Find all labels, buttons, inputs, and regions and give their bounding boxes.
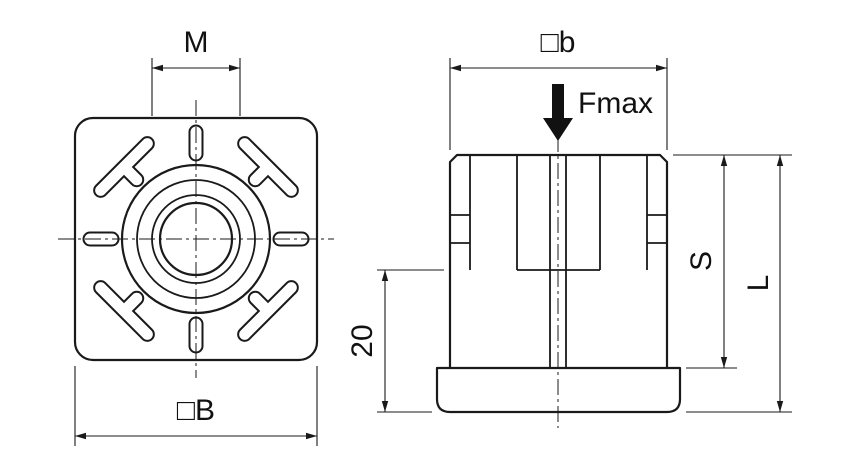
fmax-arrow-shaft: [552, 84, 564, 118]
front-centerlines: [58, 100, 334, 378]
corner-t-slot-top-right: [237, 136, 299, 198]
base-flange: [435, 366, 682, 414]
fmax-label: Fmax: [578, 87, 653, 120]
tube-square-dim-label: □b: [541, 26, 576, 59]
fmax-arrow-head: [543, 118, 573, 141]
force-arrow-fmax: Fmax: [543, 84, 653, 141]
dimension-base-20: 20: [346, 269, 444, 413]
overall-length-dim-label: L: [742, 275, 775, 292]
outer-square-dim-label: □B: [177, 394, 215, 427]
dimension-tube-square-b: □b: [449, 26, 668, 150]
side-view: Fmax □b S L 20: [346, 26, 792, 428]
corner-t-slot-top-left: [93, 136, 155, 198]
corner-t-slot-bottom-left: [93, 280, 155, 342]
body-outline: [448, 153, 669, 368]
insert-depth-dim-label: S: [685, 251, 718, 271]
rib-and-slot-lines: [469, 155, 648, 368]
front-view: M □B: [58, 26, 334, 446]
dimension-outer-square-b: □B: [74, 366, 318, 446]
dimension-thread-m: M: [151, 26, 241, 116]
base-section-dim-label: 20: [346, 324, 379, 357]
thread-dim-label: M: [184, 26, 209, 59]
dimension-overall-length-l: L: [686, 155, 792, 413]
barb-notches: [450, 214, 667, 244]
dimension-insert-depth-s: S: [673, 154, 792, 369]
corner-t-slot-bottom-right: [237, 280, 299, 342]
